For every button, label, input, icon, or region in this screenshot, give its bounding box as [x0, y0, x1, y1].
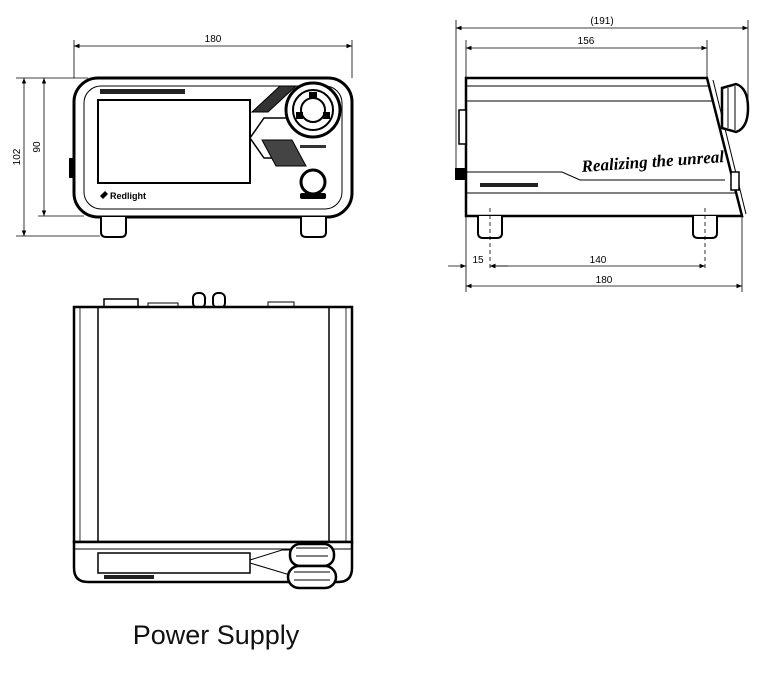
power-knob — [299, 168, 327, 199]
side-foot-spacing-dimension: 140 — [490, 255, 705, 269]
front-body-height-label: 90 — [32, 141, 43, 153]
figure-caption: Power Supply — [132, 620, 300, 650]
top-view — [72, 292, 354, 590]
front-width-label: 180 — [205, 34, 222, 45]
top-housing — [72, 305, 354, 544]
side-output-connector — [720, 82, 750, 134]
side-overall-depth-label: (191) — [590, 16, 613, 27]
side-foot-offset-label: 15 — [472, 255, 484, 266]
front-foot-left — [100, 217, 127, 238]
output-label — [300, 145, 326, 148]
side-base-depth-label: 180 — [596, 275, 613, 286]
side-foot-front — [692, 216, 718, 239]
display-screen — [97, 99, 251, 184]
front-body-height-dimension: 90 — [32, 78, 84, 217]
front-view: 180 102 90 Redlight — [12, 34, 354, 238]
side-base-depth-dimension: 180 — [466, 216, 743, 292]
brand-logo: Redlight — [100, 191, 146, 201]
front-overall-height-dimension: 102 — [12, 77, 100, 237]
brand-name: Redlight — [110, 191, 146, 201]
side-foot-spacing-label: 140 — [590, 255, 607, 266]
side-housing — [464, 76, 744, 218]
top-output-connector — [288, 542, 336, 568]
front-width-dimension: 180 — [73, 34, 353, 78]
output-connector — [284, 81, 342, 139]
front-overall-height-label: 102 — [12, 148, 23, 165]
front-foot-right — [300, 217, 327, 238]
side-view: (191) 156 Realizing the unreal — [448, 16, 750, 292]
front-model-label — [100, 89, 185, 94]
side-body-depth-label: 156 — [578, 36, 595, 47]
side-body-depth-dimension: 156 — [465, 36, 708, 78]
side-foot-rear — [477, 216, 503, 239]
side-overall-depth-dimension: (191) — [455, 16, 749, 170]
side-model-label — [480, 183, 538, 187]
chevron-bottom-icon — [261, 139, 307, 167]
top-power-knob — [286, 564, 338, 590]
chevron-top-icon — [250, 85, 298, 113]
